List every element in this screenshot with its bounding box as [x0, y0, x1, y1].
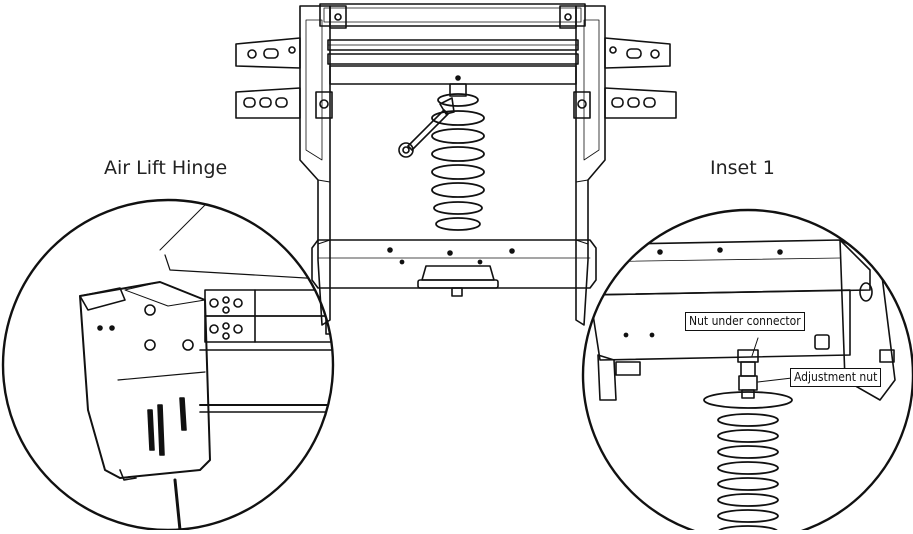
callout-nut-under-connector: Nut under connector [685, 312, 805, 331]
coil-spring [431, 93, 485, 231]
wrench-icon [398, 97, 455, 158]
inset-1-title: Inset 1 [710, 157, 775, 179]
air-lift-hinge-title: Air Lift Hinge [104, 157, 228, 179]
inset-1-detail [583, 239, 896, 534]
callout-adjustment-nut: Adjustment nut [790, 368, 882, 387]
inset-circle-left [1, 198, 335, 532]
inset-circle-right [581, 208, 913, 534]
air-lift-hinge-inset-detail [79, 204, 333, 530]
center-frame-assembly [235, 3, 677, 326]
